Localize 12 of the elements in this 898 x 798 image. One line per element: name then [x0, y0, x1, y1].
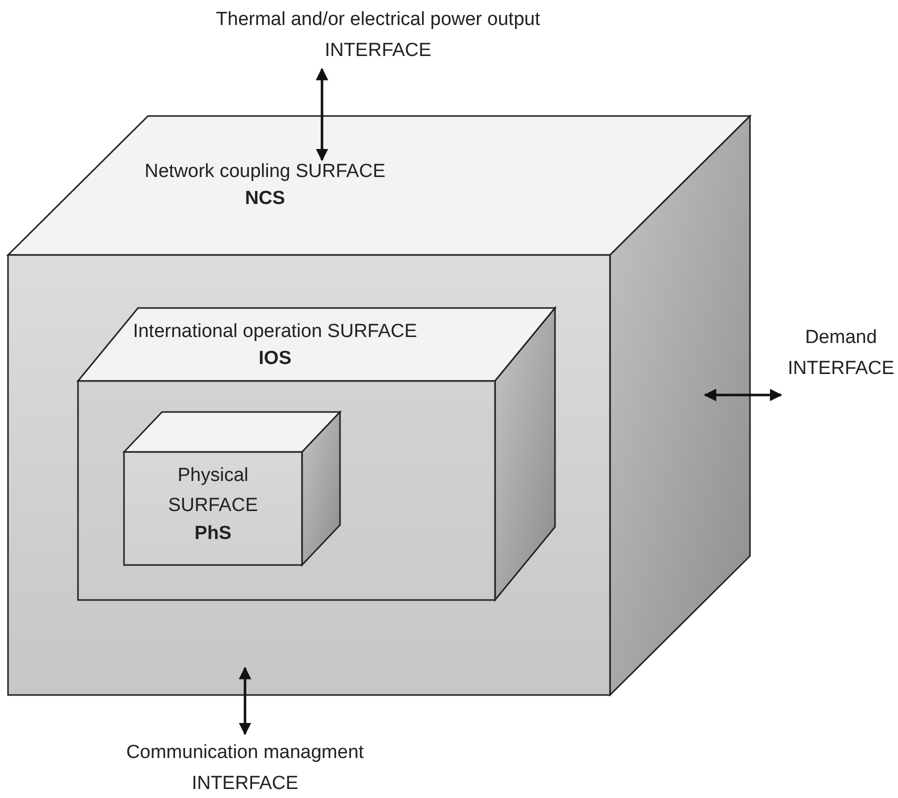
double-arrow — [238, 666, 252, 736]
interface-label: Thermal and/or electrical power output INTERFACE — [183, 4, 573, 66]
interface-label: Communication managment INTERFACE — [80, 737, 410, 795]
double-arrow — [704, 388, 782, 402]
surface-label: International operation SURFACE — [132, 320, 418, 344]
surface-abbreviation: PhS — [194, 522, 232, 546]
double-arrow — [316, 68, 328, 162]
surface-abbreviation: IOS — [258, 347, 292, 371]
surface-label: Physical SURFACE — [167, 464, 259, 518]
interface-label: Demand INTERFACE — [784, 322, 898, 384]
surface-label: Network coupling SURFACE — [144, 160, 386, 184]
surface-abbreviation: NCS — [244, 187, 286, 211]
